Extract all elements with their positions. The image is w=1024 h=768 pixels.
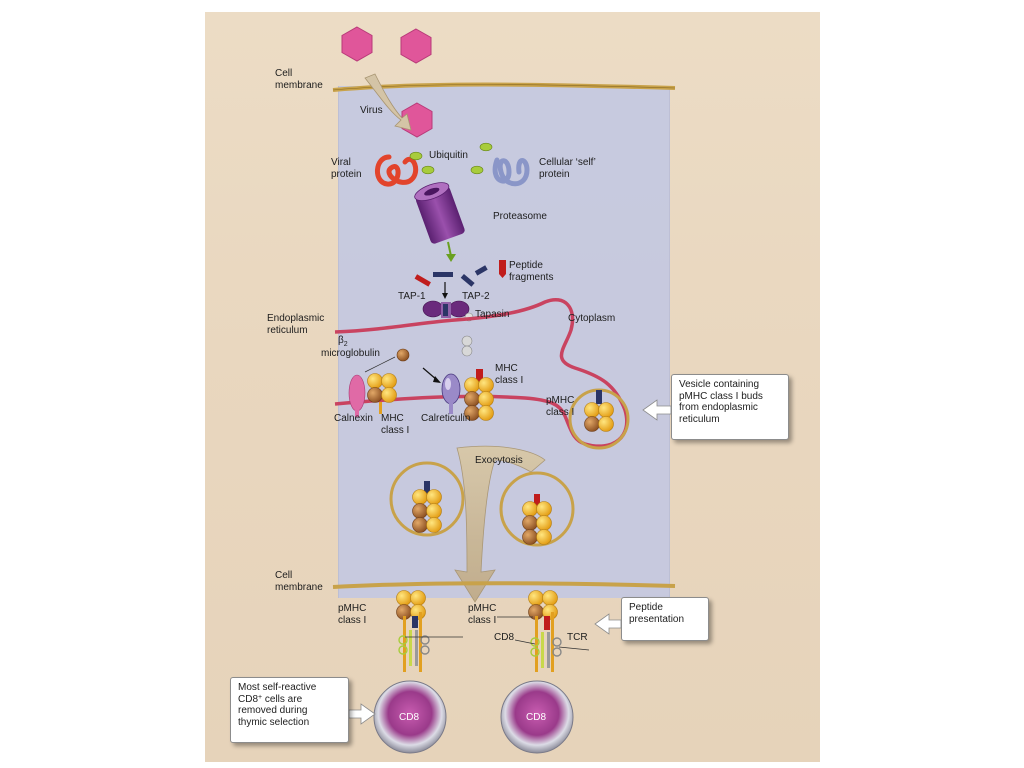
cytoplasm-label: Cytoplasm (568, 313, 616, 324)
vesicle-callout: Vesicle containing pMHC class I buds fro… (671, 374, 789, 440)
pmhc-vesicle-label: pMHC class I (546, 395, 575, 418)
er-membrane-upper (334, 298, 629, 448)
ubiquitin-icon (409, 142, 493, 175)
proteasome-icon (414, 182, 465, 244)
exocytosis-vesicle-right (499, 471, 575, 547)
viral-protein-label: Viral protein (331, 157, 362, 180)
pmhc-left-label: pMHC class I (338, 603, 367, 626)
virus-label: Virus (360, 105, 383, 116)
cell-membrane-bottom (332, 581, 676, 589)
tap1-label: TAP-1 (398, 291, 426, 302)
textbook-page: Cell membrane Virus Ubiquitin Viral prot… (205, 12, 820, 762)
virus-particle-2 (400, 28, 432, 64)
viral-protein-icon (375, 154, 419, 187)
virus-particle-1 (341, 26, 373, 62)
peptide-callout-arrow (594, 613, 622, 635)
tcr-label: TCR (567, 632, 588, 643)
calreticulin-icon (441, 373, 461, 405)
vesicle-left-mhc (412, 489, 442, 533)
self-reactive-callout-arrow (348, 703, 376, 725)
pmhc-presentation-right-icon (528, 590, 562, 672)
cd8-cell-right-label: CD8 (526, 712, 547, 723)
virus-entry-arrow (364, 73, 412, 131)
tapasin-label: Tapasin (475, 309, 510, 320)
cell-membrane-bottom-label: Cell membrane (275, 570, 323, 593)
calreticulin-label: Calreticulin (421, 413, 471, 424)
exocytosis-arrow (454, 445, 546, 603)
tap2-label: TAP-2 (462, 291, 490, 302)
ubiquitin-label: Ubiquitin (429, 150, 468, 161)
self-protein-label: Cellular ‘self’ protein (539, 157, 596, 180)
antigen-processing-diagram (332, 26, 676, 754)
cd8-t-cell-left (373, 680, 447, 754)
mhc-class-i-left-icon (367, 373, 397, 403)
self-reactive-callout: Most self-reactive CD8+ cells are remove… (230, 677, 349, 743)
peptide-fragments-label: Peptide fragments (509, 260, 554, 283)
pmhc-right-label: pMHC class I (468, 603, 497, 626)
peptide-presentation-callout: Peptide presentation (621, 597, 709, 641)
beta2-label: β2 (338, 335, 348, 348)
cd8-t-cell-right (500, 680, 574, 754)
cd8-cell-left-label: CD8 (399, 712, 420, 723)
mhc-class-i-er-label: MHC class I (495, 363, 524, 386)
exocytosis-vesicle-left (389, 461, 465, 537)
exocytosis-label: Exocytosis (475, 455, 523, 466)
cell-membrane-top (332, 82, 676, 92)
cell-membrane-top-label: Cell membrane (275, 68, 323, 91)
pmhc-presentation-left-icon (396, 590, 430, 672)
mhc-class-i-left-label: MHC class I (381, 413, 410, 436)
pmhc-vesicle-icon (584, 402, 614, 432)
calnexin-label: Calnexin (334, 413, 373, 424)
vesicle-right-mhc (522, 501, 552, 545)
microglobulin-label: microglobulin (321, 348, 380, 359)
cd8-coreceptor-label: CD8 (494, 632, 515, 643)
self-protein-icon (492, 157, 530, 187)
beta2-microglobulin-icon (396, 348, 410, 362)
vesicle-callout-arrow (642, 399, 672, 421)
proteasome-label: Proteasome (493, 211, 547, 222)
er-label: Endoplasmic reticulum (267, 313, 325, 336)
peptide-fragments-icon (414, 260, 506, 287)
tap-transporter-icon (422, 300, 474, 357)
